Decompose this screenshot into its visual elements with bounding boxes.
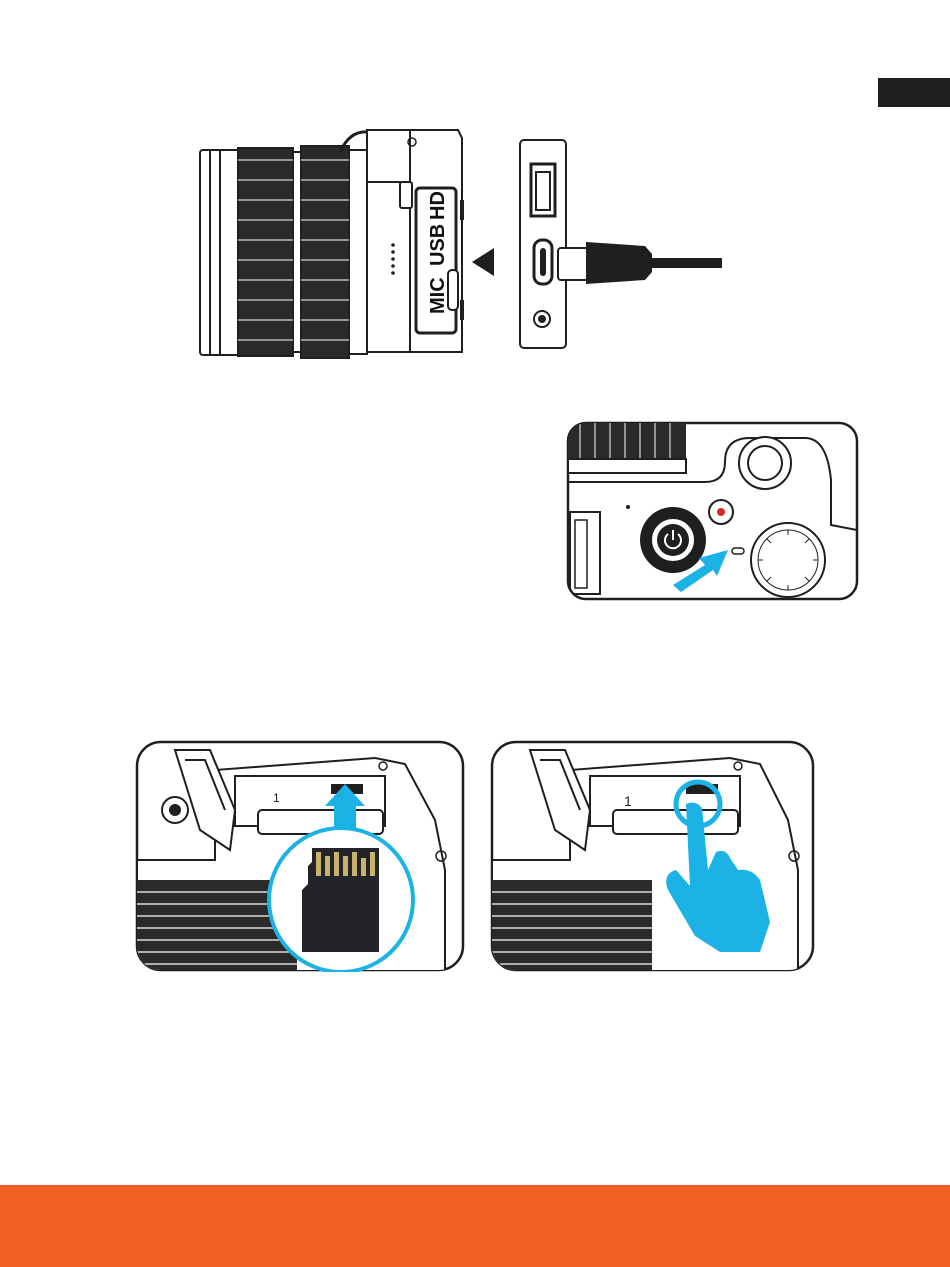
usb-connection-illustration: MIC USB HD: [190, 120, 730, 360]
record-dot-icon: [717, 508, 725, 516]
power-button-illustration: [565, 420, 860, 605]
svg-text:1: 1: [273, 791, 280, 805]
mic-port-label: MIC: [427, 277, 449, 314]
triangle-left-icon: [472, 248, 494, 276]
hd-port-label: HD: [427, 191, 449, 220]
usb-port-label: USB: [427, 224, 449, 266]
sd-card-push-illustration: 1: [490, 740, 815, 972]
footer-band: [0, 1185, 950, 1267]
sd-card-icon: [302, 848, 379, 952]
svg-text:1: 1: [624, 793, 632, 809]
sd-card-insert-illustration: 1: [135, 740, 465, 972]
page-corner-tab: [878, 78, 950, 107]
